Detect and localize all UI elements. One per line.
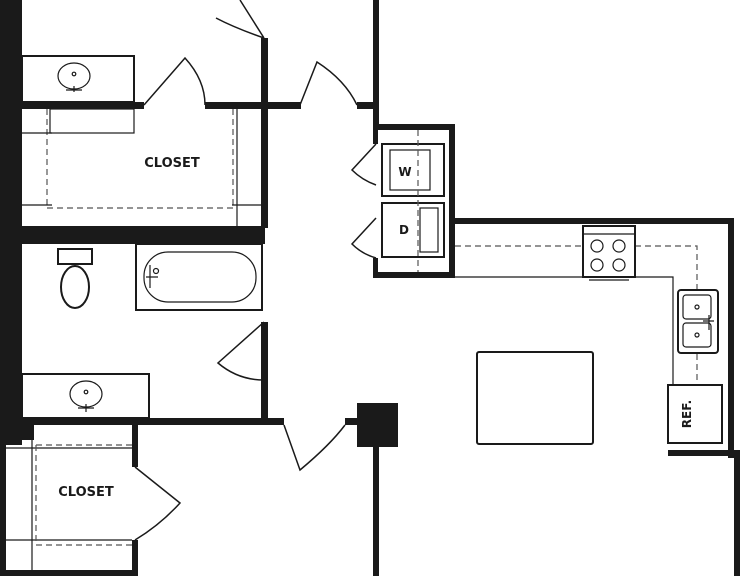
top-door-swing bbox=[215, 0, 265, 39]
lower-bath-right-wall bbox=[261, 322, 268, 422]
lower-bath-door bbox=[216, 321, 265, 381]
kitchen-sink bbox=[677, 289, 719, 354]
washer bbox=[381, 143, 445, 197]
laundry-left-wall-bottom bbox=[373, 258, 378, 278]
hall-door bbox=[299, 60, 358, 106]
lower-closet: CLOSET bbox=[6, 425, 132, 570]
burner-icon-1 bbox=[590, 239, 604, 253]
lower-closet-bottom-wall bbox=[6, 570, 138, 576]
kitchen-drain-icon-2 bbox=[694, 332, 700, 338]
dryer-label: D bbox=[399, 223, 409, 237]
lower-faucet-icon bbox=[78, 404, 94, 412]
washer-inner bbox=[389, 149, 431, 191]
lower-bath-bottom-wall bbox=[22, 418, 284, 425]
left-lower-wall bbox=[0, 425, 6, 576]
upper-bath-top-wall bbox=[22, 102, 144, 109]
laundry-right-wall bbox=[449, 124, 455, 278]
kitchen-island bbox=[476, 351, 594, 445]
upper-bathroom bbox=[21, 55, 135, 103]
toilet-tank bbox=[57, 248, 93, 265]
bottom-hall-door bbox=[283, 424, 346, 472]
upper-faucet-icon bbox=[66, 86, 82, 92]
lower-sink-drain-icon bbox=[83, 389, 89, 395]
bath-divider-wall bbox=[22, 226, 265, 244]
lower-closet-label: CLOSET bbox=[58, 485, 114, 500]
structural-column bbox=[357, 403, 398, 447]
laundry-top-wall bbox=[373, 124, 455, 130]
dryer-door bbox=[350, 217, 377, 259]
lower-bathroom bbox=[21, 373, 150, 419]
upper-sink-drain-icon bbox=[71, 71, 77, 77]
upper-closet-shelf-top bbox=[49, 108, 135, 134]
kitchen-drain-icon-1 bbox=[694, 304, 700, 310]
lower-center-vertical-wall bbox=[373, 445, 379, 576]
upper-closet-label: CLOSET bbox=[144, 156, 200, 171]
lower-closet-right-wall-bottom bbox=[132, 540, 138, 576]
kitchen-faucet-icon bbox=[703, 315, 714, 330]
refrigerator bbox=[667, 384, 723, 444]
hall-top-wall-right bbox=[357, 102, 377, 109]
kitchen-lower-step-wall bbox=[668, 450, 740, 456]
upper-closet-shelf-line bbox=[22, 109, 262, 226]
lower-closet-rod bbox=[35, 444, 132, 546]
lower-right-vertical-wall bbox=[734, 456, 740, 576]
kitchen-counter-dashed bbox=[455, 245, 698, 444]
closet-top-wall bbox=[205, 102, 265, 109]
laundry: W D bbox=[381, 130, 445, 272]
bathtub-inner bbox=[143, 251, 257, 303]
hall-bottom-wall bbox=[345, 418, 360, 425]
kitchen-top-wall bbox=[449, 218, 734, 224]
closet-door-left bbox=[143, 56, 206, 106]
lower-closet-right-wall bbox=[132, 425, 138, 467]
burner-icon-2 bbox=[612, 239, 626, 253]
hall-top-wall-left bbox=[261, 102, 301, 109]
middle-bathroom bbox=[57, 243, 263, 311]
laundry-bottom-wall bbox=[373, 272, 455, 278]
burner-icon-3 bbox=[590, 258, 604, 272]
laundry-left-wall-top bbox=[373, 124, 378, 144]
tub-drain-icon bbox=[152, 267, 160, 275]
center-vertical-wall bbox=[373, 0, 379, 130]
kitchen-sink-basin-1 bbox=[682, 294, 712, 320]
refrigerator-label: REF. bbox=[680, 400, 694, 428]
tub-faucet-icon bbox=[146, 265, 158, 288]
burner-icon-4 bbox=[612, 258, 626, 272]
dryer bbox=[381, 202, 445, 258]
kitchen: REF. bbox=[455, 225, 723, 445]
lower-closet-door bbox=[134, 466, 182, 541]
doors bbox=[134, 0, 377, 541]
kitchen-counter-edge bbox=[455, 276, 674, 384]
toilet-bowl bbox=[60, 265, 90, 309]
upper-closet: CLOSET bbox=[22, 108, 262, 226]
lower-closet-shelf bbox=[6, 425, 132, 570]
dryer-inner bbox=[419, 207, 439, 253]
upper-vertical-wall bbox=[261, 38, 268, 228]
kitchen-right-wall bbox=[728, 218, 734, 458]
washer-label: W bbox=[398, 165, 411, 179]
left-exterior-wall bbox=[0, 0, 22, 445]
kitchen-sink-basin-2 bbox=[682, 322, 712, 348]
washer-door bbox=[350, 143, 377, 186]
